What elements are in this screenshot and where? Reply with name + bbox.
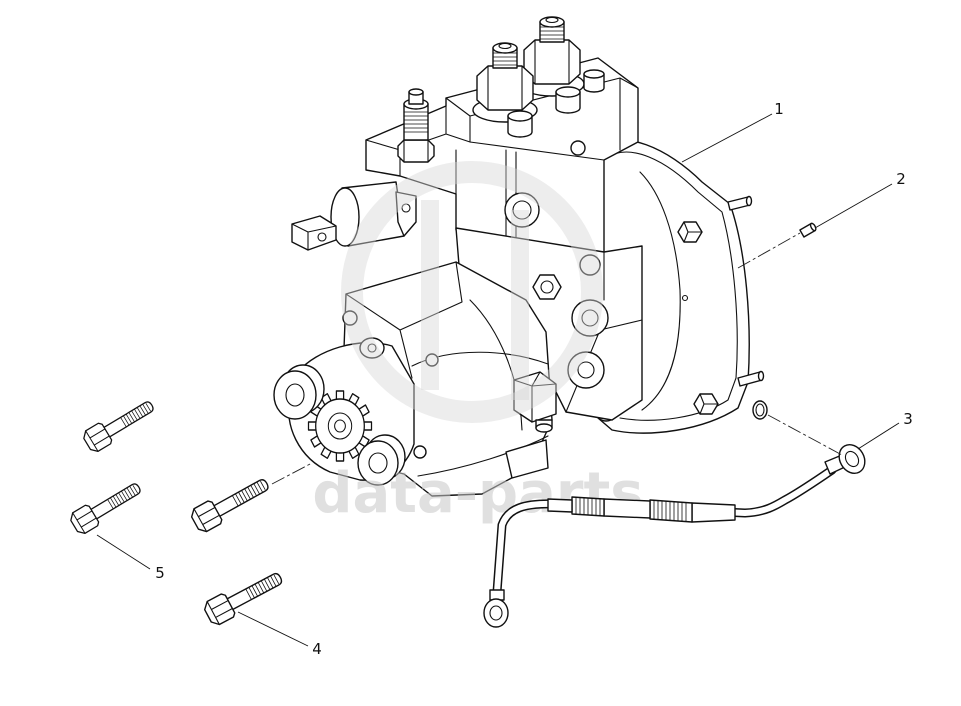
- callout-4[interactable]: 4: [237, 611, 322, 658]
- callout-label[interactable]: 1: [774, 100, 784, 118]
- o-ring: [752, 400, 768, 420]
- callout-5[interactable]: 5: [96, 534, 165, 582]
- callout-label[interactable]: 3: [903, 410, 913, 428]
- banjo-fitting-upper: [838, 443, 866, 475]
- callout-label[interactable]: 5: [155, 564, 165, 582]
- bolt-5: [67, 476, 146, 537]
- bolt-4: [201, 565, 288, 629]
- callout-label[interactable]: 2: [896, 170, 906, 188]
- solenoid-actuator: [291, 181, 417, 251]
- banjo-fitting-lower: [483, 598, 509, 628]
- bolt-upper-left: [80, 394, 159, 455]
- valve-caps: [507, 69, 605, 138]
- top-fitting-front: [472, 42, 538, 123]
- cover-boss-bottom: [357, 434, 406, 486]
- fuel-pipe: [483, 443, 866, 628]
- cover-boss-left: [273, 364, 325, 420]
- flange-bolt-head: [693, 393, 719, 415]
- elbow-fitting: [513, 371, 557, 433]
- callout-3[interactable]: 3: [857, 410, 913, 450]
- callout-2[interactable]: 2: [814, 170, 906, 229]
- dowel-pin: [799, 222, 817, 238]
- bolt-middle: [188, 471, 274, 536]
- flange-bolt-head: [677, 221, 703, 243]
- drive-gear: [307, 390, 373, 462]
- assembly-lines: [271, 232, 843, 485]
- callout-1[interactable]: 1: [681, 100, 784, 163]
- pump-body: [455, 227, 643, 421]
- return-fitting: [397, 88, 435, 163]
- watermark-text: data-parts: [312, 461, 643, 526]
- callout-label[interactable]: 4: [312, 640, 322, 658]
